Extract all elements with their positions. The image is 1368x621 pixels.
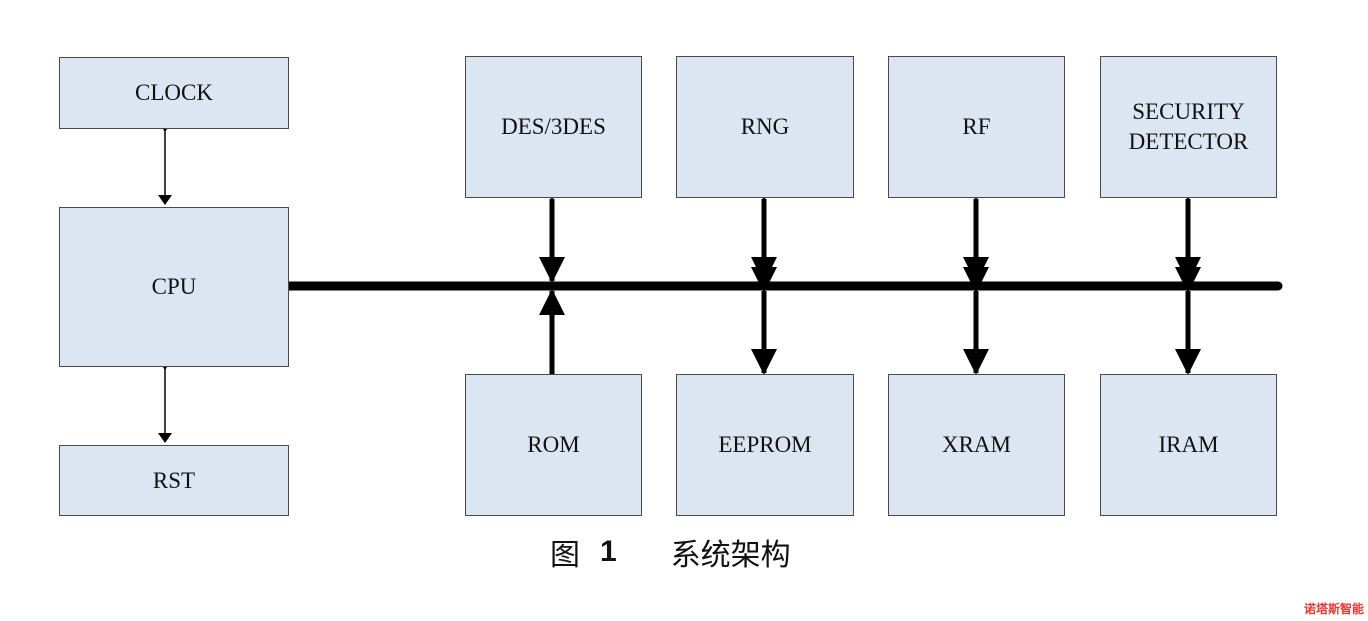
xram-block: XRAM [888, 374, 1065, 516]
clock-label: CLOCK [135, 80, 213, 105]
security-detector-block: SECURITY DETECTOR [1100, 56, 1277, 198]
rf-label: RF [962, 114, 991, 139]
cpu-label: CPU [151, 274, 197, 299]
figure-number: 1 [600, 535, 617, 568]
rst-label: RST [152, 467, 196, 493]
figure-caption: 图 1 系统架构 [550, 532, 791, 573]
des-label: DES/3DES [501, 114, 606, 139]
eeprom-label: EEPROM [718, 432, 812, 457]
figure-title: 系统架构 [670, 538, 791, 573]
des-block: DES/3DES [465, 56, 642, 198]
clock-block: CLOCK [59, 57, 289, 129]
watermark-logo: 诺塔斯智能 [1303, 602, 1364, 616]
rom-block: ROM [465, 374, 642, 516]
security-detector-label: SECURITY DETECTOR [1128, 99, 1249, 154]
iram-label: IRAM [1158, 432, 1219, 457]
eeprom-block: EEPROM [676, 374, 854, 516]
iram-block: IRAM [1100, 374, 1277, 516]
rst-block: RST [59, 445, 289, 516]
rng-label: RNG [740, 114, 790, 139]
xram-label: XRAM [941, 432, 1011, 457]
figure-prefix: 图 [550, 538, 580, 573]
cpu-block: CPU [59, 207, 289, 367]
rf-block: RF [888, 56, 1065, 198]
rng-block: RNG [676, 56, 854, 198]
rom-label: ROM [527, 432, 580, 457]
